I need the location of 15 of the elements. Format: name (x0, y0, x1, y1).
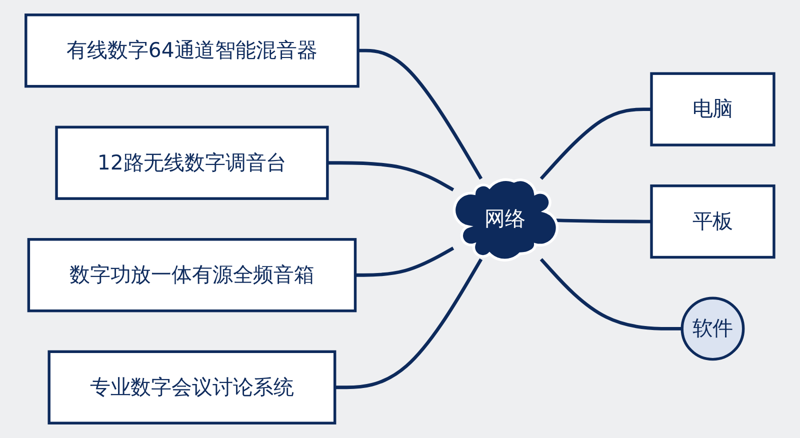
connector (556, 218, 652, 224)
node-box (48, 350, 336, 424)
node-box (24, 14, 360, 88)
node-box (27, 238, 357, 312)
connector (327, 161, 454, 192)
node-circle (680, 296, 745, 361)
node-box (650, 72, 776, 146)
node-box (650, 184, 776, 259)
node-box (55, 126, 329, 200)
connector (540, 108, 652, 180)
network-diagram: 有线数字64通道智能混音器 12路无线数字调音台 数字功放一体有源全频音箱 专业数字会议讨论系统 网络 电脑 平板 软件 (15, 4, 785, 434)
connector (358, 48, 483, 180)
connector (540, 258, 682, 330)
connector (334, 258, 483, 390)
connector (355, 246, 454, 277)
